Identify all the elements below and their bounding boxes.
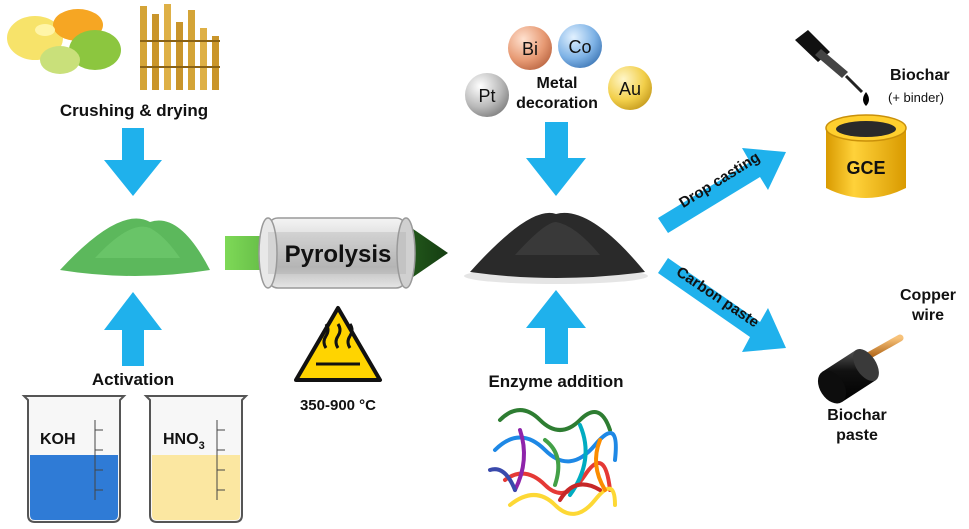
hot-surface-warning-icon (294, 306, 382, 382)
dropper-icon (795, 30, 869, 106)
arrow-up-from-activation (104, 292, 162, 366)
enzyme-addition-label: Enzyme addition (488, 372, 623, 391)
metal-decoration-label-line2: decoration (516, 95, 598, 112)
metal-decoration-label-line1: Metal (537, 75, 578, 92)
activation-label: Activation (92, 370, 174, 389)
drop-casting-arrow (658, 148, 786, 233)
au-label: Au (619, 79, 641, 99)
au-sphere-icon (608, 66, 652, 110)
carbon-paste-label: Carbon paste (673, 263, 762, 331)
enzyme-protein-structure-icon (488, 408, 618, 516)
hno3-beaker-icon (143, 395, 249, 523)
co-label: Co (568, 37, 591, 57)
citrus-peels-icon (7, 9, 121, 74)
pyrolysis-tube-icon (258, 217, 416, 289)
arrow-down-to-powder (104, 128, 162, 196)
bi-sphere-icon (508, 26, 552, 70)
green-powder-pile-icon (60, 218, 210, 276)
biochar-paste-label-line2: paste (836, 427, 878, 444)
copper-wire-icon (864, 334, 904, 360)
crushing-drying-label: Crushing & drying (60, 101, 208, 120)
koh-label: KOH (40, 431, 76, 448)
gce-electrode-icon (825, 114, 907, 198)
biochar-label: Biochar (890, 67, 950, 84)
carbon-paste-arrow (658, 258, 786, 352)
bi-label: Bi (522, 39, 538, 59)
bamboo-sticks-icon (140, 4, 220, 90)
arrow-up-from-enzyme (526, 290, 586, 364)
copper-wire-label-line1: Copper (900, 287, 956, 304)
co-sphere-icon (558, 24, 602, 68)
biochar-powder-pile-icon (464, 212, 648, 284)
pyrolysis-label: Pyrolysis (285, 241, 392, 268)
binder-label: (+ binder) (888, 90, 944, 105)
biochar-paste-label-line1: Biochar (827, 407, 887, 424)
hno3-label: HNO3 (163, 431, 205, 452)
pt-label: Pt (478, 86, 495, 106)
gce-label: GCE (846, 158, 885, 178)
copper-wire-label-line2: wire (911, 307, 944, 324)
koh-beaker-icon (21, 395, 127, 523)
temperature-label: 350-900 °C (300, 397, 376, 414)
arrow-down-to-biochar (526, 122, 586, 196)
pt-sphere-icon (465, 73, 509, 117)
biochar-paste-electrode-icon (817, 348, 879, 404)
